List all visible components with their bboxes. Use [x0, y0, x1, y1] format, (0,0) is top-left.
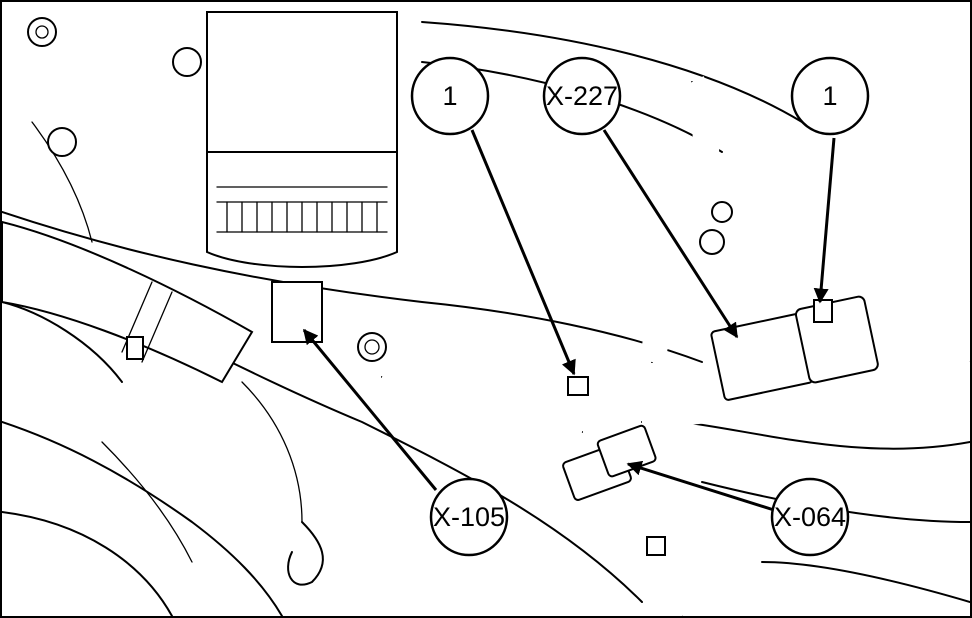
- callout-1-left-label: 1: [442, 81, 457, 111]
- callout-1-right: 1: [790, 56, 870, 136]
- callout-x105: X-105: [429, 477, 509, 557]
- wiring-harness: [357, 76, 970, 616]
- filter-housing: [206, 11, 398, 343]
- callout-1-left: 1: [410, 56, 490, 136]
- leader-x105: [302, 328, 438, 491]
- leader-1-right: [813, 137, 836, 304]
- callout-x064-label: X-064: [774, 502, 846, 532]
- callout-x064: X-064: [770, 477, 850, 557]
- leader-x064: [626, 460, 775, 512]
- callout-1-right-label: 1: [822, 81, 837, 111]
- hose-left: [2, 220, 254, 384]
- callout-x227: X-227: [542, 56, 622, 136]
- leader-1-left: [470, 129, 576, 376]
- callout-x227-label: X-227: [546, 81, 618, 111]
- leader-x227: [602, 129, 739, 339]
- leader-lines: [302, 129, 836, 512]
- callout-x105-label: X-105: [433, 502, 505, 532]
